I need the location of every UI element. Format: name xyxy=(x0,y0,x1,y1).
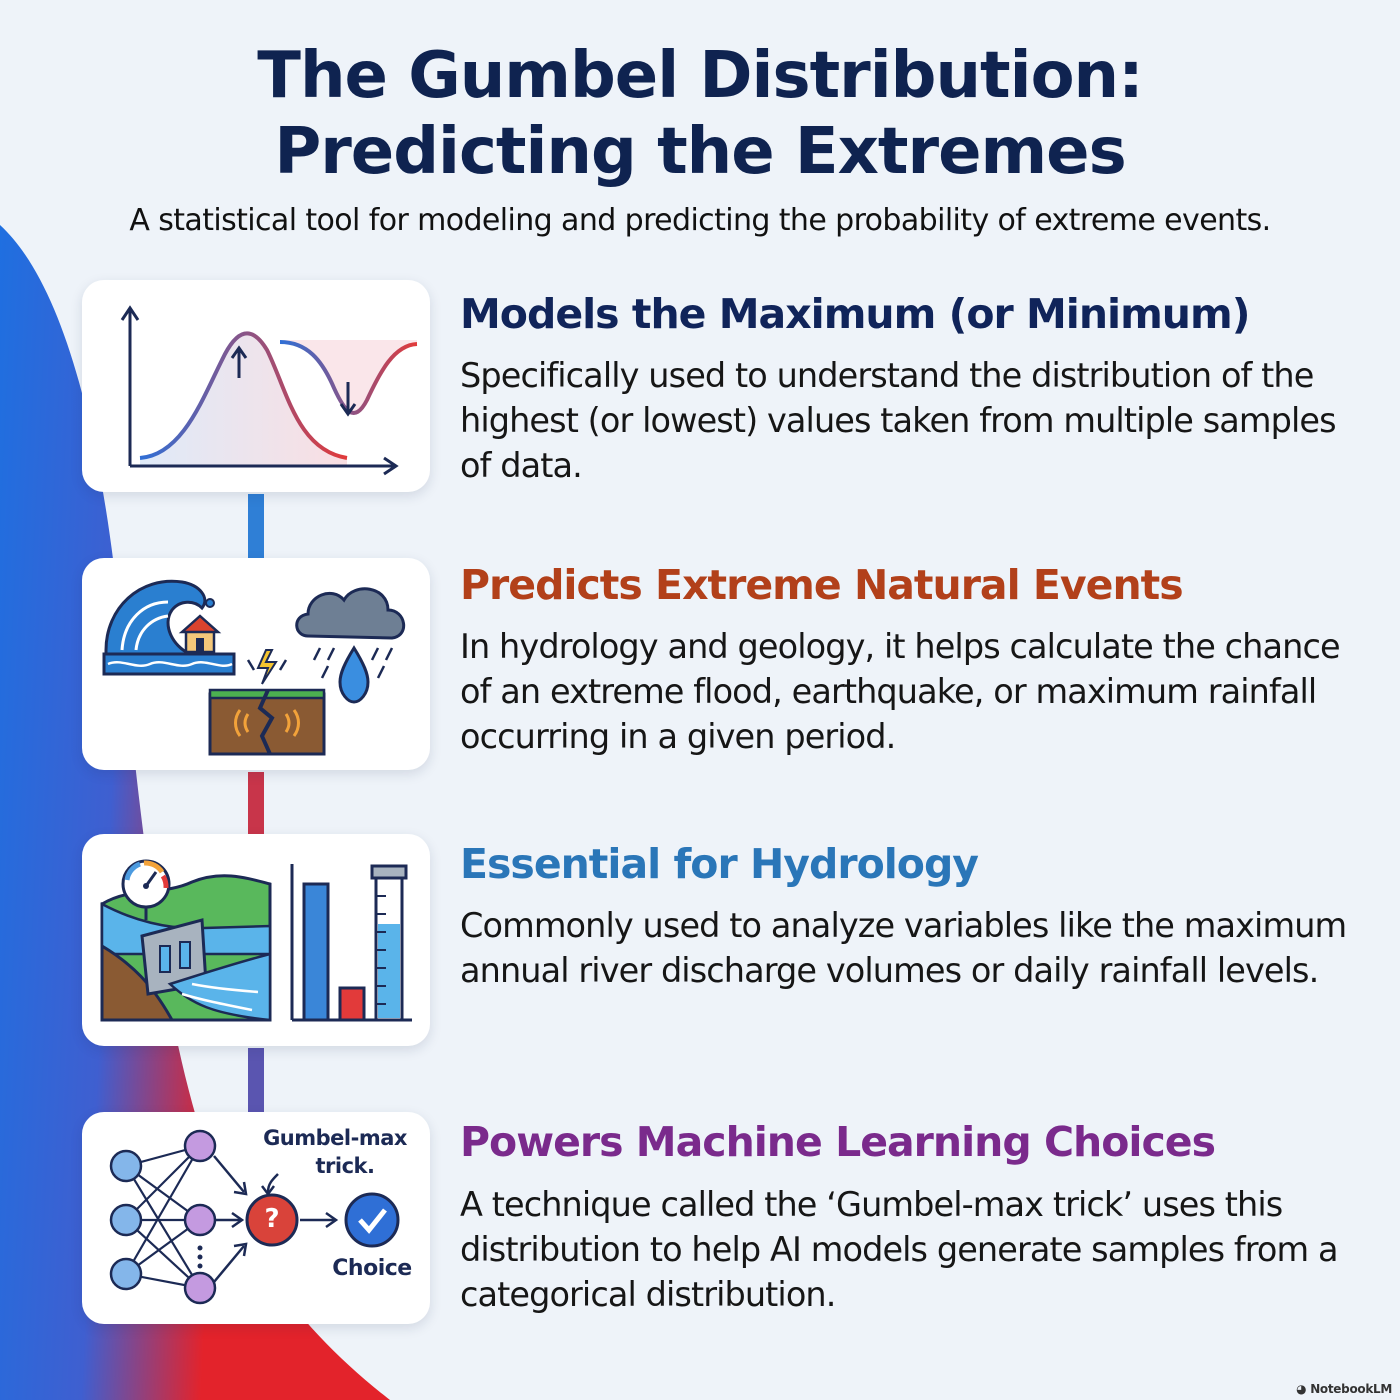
gumbel-max-label-line-1: Gumbel-max xyxy=(263,1126,407,1150)
card-maximum-minimum xyxy=(82,280,430,492)
neural-network-icon xyxy=(109,1129,400,1305)
notebooklm-logo-icon: ◕ xyxy=(1296,1382,1307,1396)
heading-natural-events: Predicts Extreme Natural Events xyxy=(460,561,1184,609)
connector-1 xyxy=(248,494,264,558)
title-line-2: Predicting the Extremes xyxy=(274,115,1126,189)
body-maximum-minimum: Specifically used to understand the dist… xyxy=(460,356,1337,485)
connector-2 xyxy=(248,772,264,834)
body-machine-learning: A technique called the ‘Gumbel-max trick… xyxy=(460,1185,1339,1314)
hydrology-dam-icon xyxy=(100,859,412,1022)
watermark-text: NotebookLM xyxy=(1310,1382,1392,1396)
title-line-1: The Gumbel Distribution: xyxy=(257,39,1143,113)
heading-maximum-minimum: Models the Maximum (or Minimum) xyxy=(460,290,1250,338)
body-hydrology: Commonly used to analyze variables like … xyxy=(460,906,1347,990)
connector-3 xyxy=(248,1048,264,1112)
card-machine-learning: ? Gumbel-max trick. Choice xyxy=(82,1112,430,1324)
body-natural-events: In hydrology and geology, it helps calcu… xyxy=(460,627,1341,756)
card-natural-events xyxy=(82,558,430,770)
distribution-curve-icon xyxy=(120,305,418,476)
heading-machine-learning: Powers Machine Learning Choices xyxy=(460,1118,1216,1166)
question-mark-icon: ? xyxy=(264,1204,280,1234)
natural-events-icon xyxy=(102,579,405,756)
heading-hydrology: Essential for Hydrology xyxy=(460,840,979,888)
page-subtitle: A statistical tool for modeling and pred… xyxy=(129,203,1271,238)
gumbel-max-label-line-2: trick. xyxy=(315,1154,376,1178)
watermark: ◕ NotebookLM xyxy=(1296,1382,1392,1396)
choice-label: Choice xyxy=(332,1256,412,1281)
page-title: The Gumbel Distribution: Predicting the … xyxy=(0,38,1400,190)
card-hydrology xyxy=(82,834,430,1046)
